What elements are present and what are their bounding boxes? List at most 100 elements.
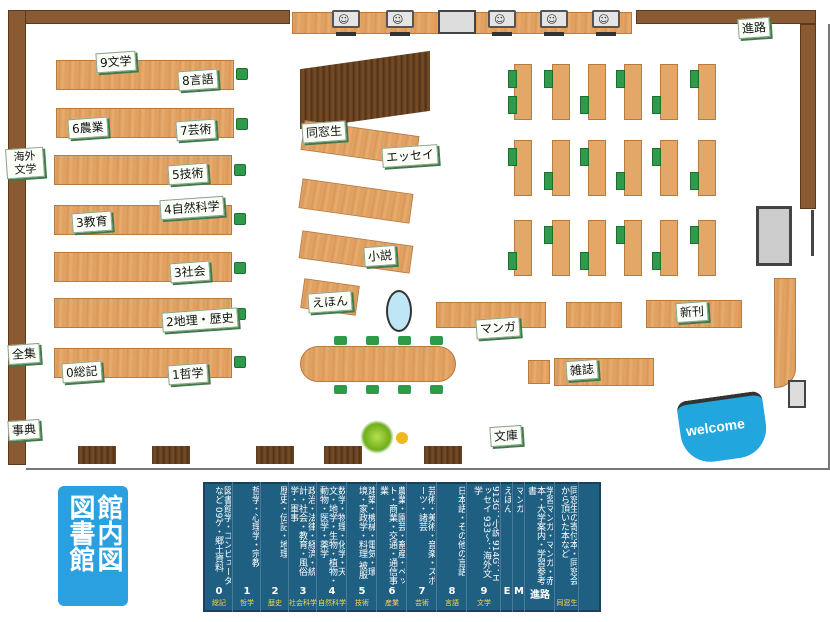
stool xyxy=(430,385,443,394)
chair xyxy=(652,96,661,114)
chair xyxy=(508,70,517,88)
legend-description: 農業・園芸・畜産・ペット・商業・交通・通信事業 xyxy=(379,486,405,585)
shelf-sign-6: 6農業 xyxy=(67,116,109,140)
title-line-2: 館内図 xyxy=(93,494,123,572)
desk xyxy=(660,64,678,120)
legend-number: 8 xyxy=(448,586,456,597)
chair xyxy=(652,252,661,270)
computer-icon: ☺ xyxy=(592,10,620,36)
stool xyxy=(398,385,411,394)
wall-top-right xyxy=(636,10,816,24)
desk xyxy=(588,64,606,120)
chair xyxy=(616,70,625,88)
legend-description: 学習マンガ・マンガ・赤本・大学案内・学習参考書 xyxy=(527,486,553,585)
legend-column: えほん E xyxy=(501,482,513,612)
bench xyxy=(324,446,362,464)
shinro-sign: 進路 xyxy=(737,16,771,40)
chair xyxy=(544,172,553,190)
mirror xyxy=(386,290,412,332)
stool xyxy=(334,336,347,345)
legend-description: 政治・法律・経済・統計・社会・教育・風俗学・軍事 xyxy=(291,486,315,576)
legend-category: 産業 xyxy=(385,599,399,607)
chair xyxy=(652,148,661,166)
shelf-sign-3-society: 3社会 xyxy=(169,260,211,284)
desk xyxy=(552,140,570,196)
desk xyxy=(698,220,716,276)
chair xyxy=(508,252,517,270)
desk xyxy=(514,64,532,120)
legend-category: 自然科学 xyxy=(318,599,346,607)
shosetsu-sign: 小説 xyxy=(363,244,397,268)
shelf-end xyxy=(234,262,246,274)
legend-description: 同窓生の寄付本・同窓会から頂いた本など xyxy=(559,486,577,585)
legend-number: 9 xyxy=(480,586,488,597)
chair xyxy=(580,252,589,270)
legend-number: 5 xyxy=(358,586,366,597)
legend-number: 1 xyxy=(243,586,251,597)
shelf-sign-5: 5技術 xyxy=(167,162,209,186)
shelf-sign-9: 9文学 xyxy=(95,50,137,74)
welcome-text: welcome xyxy=(684,415,746,440)
stool xyxy=(366,385,379,394)
screen-stand xyxy=(794,210,814,256)
bench xyxy=(152,446,190,464)
shelf-end xyxy=(234,356,246,368)
printer-icon xyxy=(438,10,476,34)
computer-icon: ☺ xyxy=(386,10,414,36)
desk xyxy=(698,64,716,120)
desk xyxy=(552,64,570,120)
shelf-sign-1: 1哲学 xyxy=(167,362,209,386)
legend-category: 同窓生 xyxy=(556,599,578,607)
stool xyxy=(366,336,379,345)
title-line-1: 図書館 xyxy=(65,494,95,572)
legend-description: えほん xyxy=(503,486,511,513)
magazine-shelf-small xyxy=(528,360,550,384)
computer-icon: ☺ xyxy=(332,10,360,36)
wall-left xyxy=(8,10,26,465)
legend-description: 歴史・伝記・地理 xyxy=(278,486,287,558)
oval-table xyxy=(300,346,456,382)
computer-icon: ☺ xyxy=(488,10,516,36)
legend-number: 進路 xyxy=(530,590,550,601)
legend-number: E xyxy=(503,586,511,597)
desk xyxy=(660,140,678,196)
chair xyxy=(690,172,699,190)
classification-legend xyxy=(203,482,601,612)
desk xyxy=(624,140,642,196)
stool xyxy=(398,336,411,345)
legend-number: 6 xyxy=(388,586,396,597)
stool xyxy=(430,336,443,345)
legend-description: 芸術・美術・音楽・スポーツ・諸芸 xyxy=(417,486,435,585)
shelf-end xyxy=(234,164,246,176)
chair xyxy=(616,226,625,244)
desk xyxy=(588,140,606,196)
legend-category: 社会科学 xyxy=(289,599,317,607)
chair xyxy=(690,70,699,88)
wall-right xyxy=(800,24,816,209)
legend-number: 7 xyxy=(418,586,426,597)
projector-screen xyxy=(756,206,792,266)
legend-category: 哲学 xyxy=(240,599,254,607)
shelf-sign-0: 0総記 xyxy=(61,360,103,384)
legend-category: 総記 xyxy=(212,599,226,607)
bench xyxy=(78,446,116,464)
desk xyxy=(624,64,642,120)
floor-plan: ☺ ☺ ☺ ☺ ☺ 9文学 8言語 6農業 7芸術 5技術 4自然科学 3教育 … xyxy=(4,10,830,470)
computer-icon: ☺ xyxy=(540,10,568,36)
jiten-sign: 事典 xyxy=(7,418,41,442)
shelf-sign-7: 7芸術 xyxy=(175,118,217,142)
chair xyxy=(508,148,517,166)
legend-category: 文学 xyxy=(477,599,491,607)
legend-number: 0 xyxy=(215,586,223,597)
legend-description: 日本語・その他の言語 xyxy=(456,486,465,576)
pot xyxy=(396,432,408,444)
stool xyxy=(334,385,347,394)
